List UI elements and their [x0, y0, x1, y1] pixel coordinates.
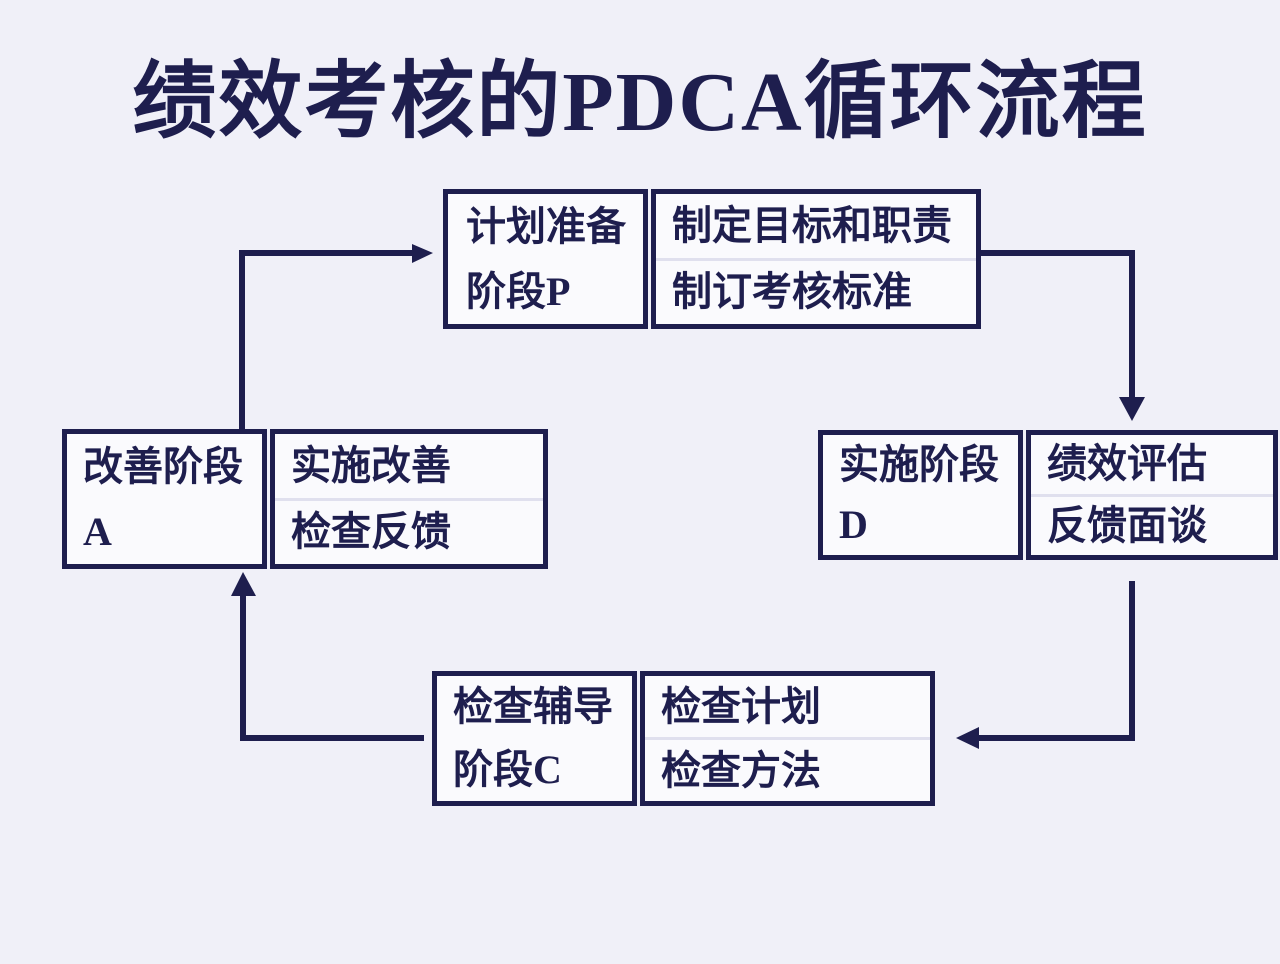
do-stage-line2: D: [839, 502, 868, 547]
plan-detail-line1: 制定目标和职责: [656, 194, 976, 261]
arrow-do-to-check: [956, 581, 1135, 749]
check-stage-line2: 阶段C: [453, 746, 562, 792]
act-stage-line1: 改善阶段: [83, 443, 243, 489]
do-detail-cell: 绩效评估 反馈面谈: [1026, 430, 1278, 560]
do-stage-line1: 实施阶段: [839, 442, 999, 487]
node-do: 实施阶段 D 绩效评估 反馈面谈: [818, 430, 1278, 560]
plan-detail-cell: 制定目标和职责 制订考核标准: [651, 189, 981, 329]
diagram-title: 绩效考核的PDCA循环流程: [132, 56, 1148, 149]
act-stage-cell: 改善阶段 A: [62, 429, 267, 569]
do-detail-line2: 反馈面谈: [1047, 502, 1207, 548]
act-detail-cell: 实施改善 检查反馈: [270, 429, 548, 569]
act-detail-line2: 检查反馈: [291, 509, 451, 555]
act-detail-line1: 实施改善: [275, 434, 543, 501]
node-act: 改善阶段 A 实施改善 检查反馈: [62, 429, 548, 569]
check-detail-line1: 检查计划: [645, 676, 930, 740]
node-check: 检查辅导 阶段C 检查计划 检查方法: [432, 671, 935, 806]
arrow-plan-to-do: [981, 250, 1145, 421]
check-stage-line1: 检查辅导: [453, 684, 613, 730]
arrow-check-to-act: [231, 572, 424, 741]
check-detail-line2: 检查方法: [661, 747, 821, 793]
do-detail-line1: 绩效评估: [1031, 435, 1273, 497]
node-plan: 计划准备 阶段P 制定目标和职责 制订考核标准: [443, 189, 981, 329]
check-detail-cell: 检查计划 检查方法: [640, 671, 935, 806]
plan-stage-cell: 计划准备 阶段P: [443, 189, 648, 329]
check-stage-cell: 检查辅导 阶段C: [432, 671, 637, 806]
plan-detail-line2: 制订考核标准: [672, 269, 912, 315]
plan-stage-line1: 计划准备: [466, 203, 626, 249]
arrow-act-to-plan: [239, 244, 433, 429]
do-stage-cell: 实施阶段 D: [818, 430, 1023, 560]
act-stage-line2: A: [83, 508, 112, 554]
plan-stage-line2: 阶段P: [466, 268, 571, 314]
